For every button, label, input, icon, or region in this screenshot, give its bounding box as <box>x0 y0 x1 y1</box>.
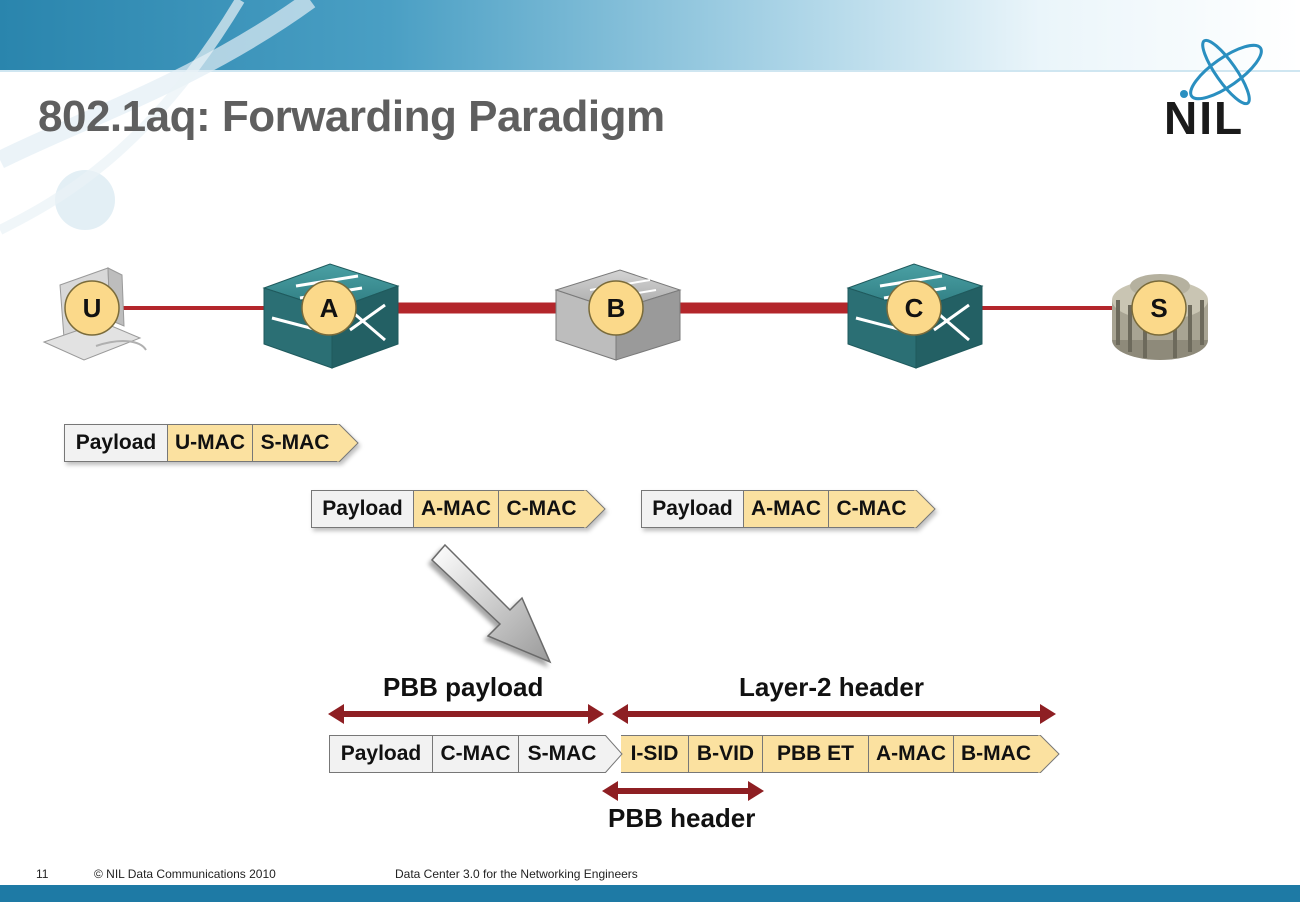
pbb-frame: Payload C-MAC S-MAC I-SID B-VID PBB ET A… <box>329 735 1060 773</box>
slide-title: 802.1aq: Forwarding Paradigm <box>38 92 665 141</box>
pbb-field-b-vid: B-VID <box>689 735 763 773</box>
svg-text:C: C <box>905 293 924 323</box>
frame-field-payload: Payload <box>311 490 414 528</box>
svg-text:S: S <box>1150 293 1167 323</box>
pbb-field-c-mac: C-MAC <box>433 735 519 773</box>
pbb-field-b-mac: B-MAC <box>954 735 1038 773</box>
backbone-frame-b-c: Payload A-MAC C-MAC <box>641 490 936 528</box>
svg-text:B: B <box>607 293 626 323</box>
frame-arrow-tip <box>337 424 359 462</box>
node-a: A <box>301 280 357 336</box>
pbb-field-a-mac: A-MAC <box>869 735 954 773</box>
frame-field-c-mac: C-MAC <box>499 490 584 528</box>
layer2-header-bracket <box>612 704 1056 724</box>
copyright-text: © NIL Data Communications 2010 <box>94 867 276 881</box>
nil-logo-icon <box>1180 38 1263 106</box>
course-title: Data Center 3.0 for the Networking Engin… <box>395 867 638 881</box>
node-b: B <box>588 280 644 336</box>
frame-arrow-tip <box>914 490 936 528</box>
frame-field-a-mac: A-MAC <box>744 490 829 528</box>
pbb-header-bracket <box>602 781 764 801</box>
frame-field-s-mac: S-MAC <box>253 424 337 462</box>
svg-text:A: A <box>320 293 339 323</box>
pbb-payload-bracket <box>328 704 604 724</box>
pbb-field-i-sid: I-SID <box>621 735 689 773</box>
backbone-frame-a-b: Payload A-MAC C-MAC <box>311 490 606 528</box>
layer2-header-label: Layer-2 header <box>739 672 924 702</box>
frame-arrow-tip <box>1038 735 1060 773</box>
frame-field-u-mac: U-MAC <box>168 424 253 462</box>
node-u: U <box>64 280 120 336</box>
pbb-field-pbb-et: PBB ET <box>763 735 869 773</box>
frame-field-a-mac: A-MAC <box>414 490 499 528</box>
node-c: C <box>886 280 942 336</box>
pbb-field-payload: Payload <box>329 735 433 773</box>
logo-text: NIL <box>1164 92 1245 144</box>
customer-frame: Payload U-MAC S-MAC <box>64 424 359 462</box>
payload-notch <box>605 735 623 773</box>
page-number: 11 <box>36 867 49 881</box>
frame-field-payload: Payload <box>641 490 744 528</box>
banner-divider <box>0 70 1300 72</box>
pbb-header-label: PBB header <box>608 803 756 833</box>
frame-field-payload: Payload <box>64 424 168 462</box>
footer-bar <box>0 885 1300 902</box>
frame-arrow-tip <box>584 490 606 528</box>
encapsulation-arrow-icon <box>430 543 552 664</box>
svg-text:U: U <box>83 293 102 323</box>
pbb-payload-label: PBB payload <box>383 672 544 702</box>
node-s: S <box>1131 280 1187 336</box>
pbb-field-s-mac: S-MAC <box>519 735 605 773</box>
frame-field-c-mac: C-MAC <box>829 490 914 528</box>
